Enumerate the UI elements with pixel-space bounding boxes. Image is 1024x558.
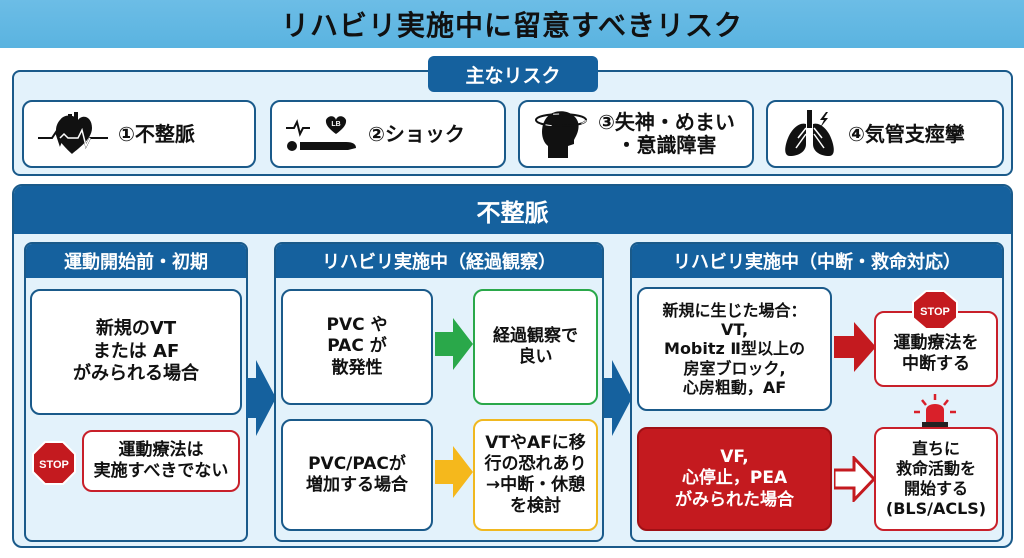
phase-arrow-icon	[246, 360, 276, 436]
condition-box: PVC や PAC が 散発性	[281, 289, 433, 405]
risk-card-bronchospasm: ④気管支痙攣	[766, 100, 1004, 168]
condition-box: 新規に生じた場合： VT, Mobitz Ⅱ型以上の 房室ブロック, 心房粗動，…	[637, 287, 832, 411]
risk-card-shock: LB ②ショック	[270, 100, 506, 168]
risk-label-bronchospasm: ④気管支痙攣	[848, 121, 965, 146]
result-box: 直ちに 救命活動を 開始する (BLS/ACLS)	[874, 427, 998, 531]
dizzy-head-icon	[535, 111, 587, 158]
title-bar: リハビリ実施中に留意すべきリスク	[0, 0, 1024, 48]
result-box: VTやAFに移 行の恐れあり →中断・休憩 を検討	[473, 419, 598, 531]
phase-title: リハビリ実施中（中断・救命対応）	[632, 244, 1002, 278]
svg-text:STOP: STOP	[920, 306, 950, 318]
svg-text:LB: LB	[331, 121, 340, 128]
arrhythmia-title: 不整脈	[476, 198, 549, 227]
green-arrow-icon	[435, 318, 473, 370]
risk-card-syncope: ③失神・めまい ・意識障害	[518, 100, 754, 168]
phase-title: 運動開始前・初期	[26, 244, 246, 278]
red-outline-arrow-icon	[834, 456, 876, 502]
red-arrow-icon	[834, 322, 876, 372]
lungs-icon	[785, 110, 834, 156]
arrhythmia-header: 不整脈	[14, 186, 1011, 234]
svg-text:STOP: STOP	[39, 459, 69, 471]
page-title: リハビリ実施中に留意すべきリスク	[280, 9, 744, 42]
stop-sign-icon: STOP	[32, 441, 76, 485]
emergency-condition-box: VF, 心停止，PEA がみられた場合	[637, 427, 832, 531]
risk-label-shock: ②ショック	[368, 121, 465, 146]
phase-title: リハビリ実施中（経過観察）	[276, 244, 602, 278]
phase-arrow-icon	[604, 360, 632, 436]
action-box: 運動療法は 実施すべきでない	[82, 430, 240, 492]
yellow-arrow-icon	[435, 446, 473, 498]
condition-box: 新規のVT または AF がみられる場合	[30, 289, 242, 415]
shock-patient-icon: LB	[286, 116, 356, 151]
risk-card-arrhythmia: ①不整脈	[22, 100, 256, 168]
siren-icon	[914, 394, 956, 427]
main-risks-label: 主なリスク	[428, 56, 598, 92]
condition-box: PVC/PACが 増加する場合	[281, 419, 433, 531]
heart-ecg-icon	[38, 112, 108, 154]
result-box: 経過観察で 良い	[473, 289, 598, 405]
stop-sign-icon: STOP	[912, 290, 958, 330]
risk-label-syncope: ③失神・めまい ・意識障害	[598, 110, 735, 157]
risk-label-arrhythmia: ①不整脈	[118, 121, 195, 146]
